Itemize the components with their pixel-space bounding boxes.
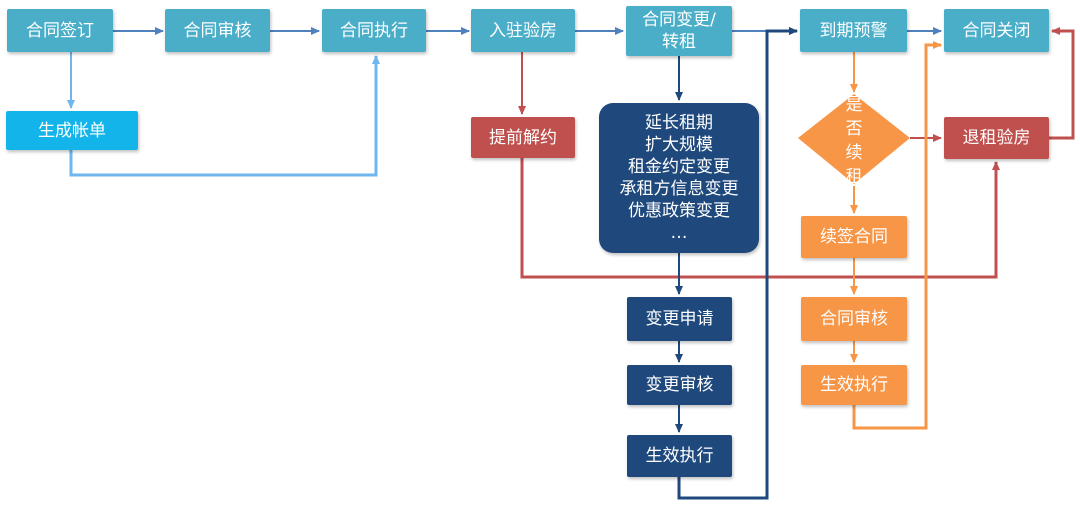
node-contract-review: 合同审核 <box>165 9 270 52</box>
node-move-in-inspection: 入驻验房 <box>471 9 575 52</box>
node-move-out-inspection: 退租验房 <box>944 117 1049 159</box>
change-type-item: 延长租期 <box>645 113 713 133</box>
node-contract-change: 合同变更/ 转租 <box>626 6 732 56</box>
node-contract-close: 合同关闭 <box>944 9 1049 52</box>
node-renew-effective: 生效执行 <box>801 365 907 405</box>
node-change-effective: 生效执行 <box>627 435 732 477</box>
renew-decision-diamond <box>798 94 910 184</box>
contract-change-line-2: 转租 <box>662 32 696 52</box>
node-renew-review: 合同审核 <box>801 297 907 341</box>
contract-change-line-1: 合同变更/ <box>642 10 716 30</box>
node-change-review: 变更审核 <box>627 365 732 405</box>
change-type-item: 优惠政策变更 <box>628 201 730 221</box>
node-change-types: 延长租期扩大规模租金约定变更承租方信息变更优惠政策变更… <box>599 103 759 253</box>
arrow-termination-to-moveout <box>520 158 1000 279</box>
change-type-item: 扩大规模 <box>645 135 713 155</box>
node-expiry-warning: 到期预警 <box>800 9 907 52</box>
node-generate-bill: 生成帐单 <box>6 111 138 150</box>
arrow-bill-to-execution <box>69 55 380 177</box>
renew-decision-label: 是 否 续 租 <box>845 95 863 187</box>
arrow-change-effective-to-expiry <box>677 27 798 500</box>
node-renew-contract: 续签合同 <box>801 216 907 258</box>
change-type-item: 租金约定变更 <box>628 157 730 177</box>
change-type-item: … <box>670 223 688 243</box>
node-change-request: 变更申请 <box>627 297 732 341</box>
node-contract-execution: 合同执行 <box>322 9 426 52</box>
arrow-renew-effective-to-close <box>852 41 942 430</box>
change-type-item: 承租方信息变更 <box>619 179 739 199</box>
node-early-termination: 提前解约 <box>471 117 575 158</box>
node-contract-signing: 合同签订 <box>7 9 113 52</box>
arrow-moveout-to-close <box>1049 27 1075 140</box>
